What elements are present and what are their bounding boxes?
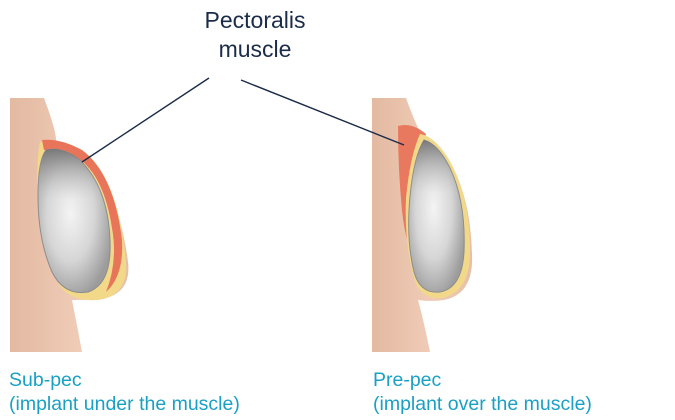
sub-pec-diagram bbox=[10, 98, 128, 352]
sub-pec-caption: Sub-pec (implant under the muscle) bbox=[9, 368, 240, 416]
label-line-1: Pectoralis bbox=[145, 6, 365, 35]
label-line-2: muscle bbox=[145, 35, 365, 64]
sub-pec-description: (implant under the muscle) bbox=[9, 392, 240, 416]
pectoralis-muscle-label: Pectoralis muscle bbox=[145, 6, 365, 64]
leader-line-left bbox=[82, 78, 209, 162]
right-implant-shading bbox=[409, 140, 465, 292]
pre-pec-caption: Pre-pec (implant over the muscle) bbox=[373, 368, 592, 416]
pre-pec-title: Pre-pec bbox=[373, 368, 592, 392]
pre-pec-diagram bbox=[372, 98, 472, 352]
sub-pec-title: Sub-pec bbox=[9, 368, 240, 392]
pre-pec-description: (implant over the muscle) bbox=[373, 392, 592, 416]
